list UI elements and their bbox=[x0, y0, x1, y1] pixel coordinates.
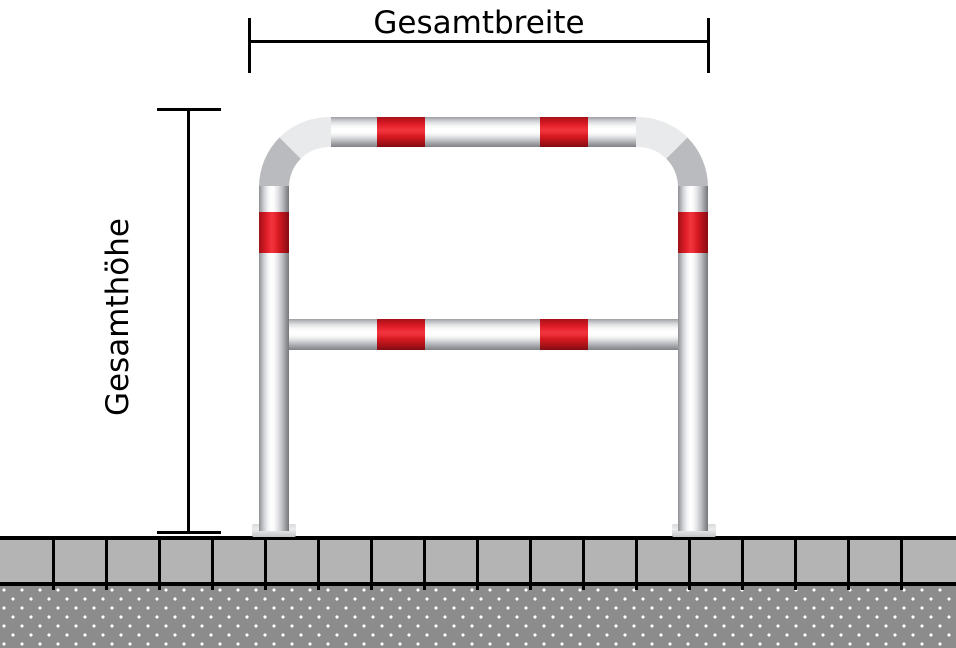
reflective-band-top-rail-1 bbox=[377, 117, 425, 147]
paver-joint bbox=[635, 540, 638, 590]
crossbar bbox=[283, 319, 683, 350]
paver-joint bbox=[211, 540, 214, 590]
width-dimension-tick-right bbox=[707, 18, 710, 73]
height-dimension-tick-bottom bbox=[157, 531, 221, 534]
paver-joint bbox=[158, 540, 161, 590]
paver-joint bbox=[370, 540, 373, 590]
width-dimension-line bbox=[248, 40, 710, 43]
paver-joint bbox=[52, 540, 55, 590]
paver-joint bbox=[688, 540, 691, 590]
paver-joint bbox=[105, 540, 108, 590]
paver-joint bbox=[900, 540, 903, 590]
paver-joint bbox=[741, 540, 744, 590]
corner-top-right bbox=[636, 117, 708, 187]
paver-joint bbox=[264, 540, 267, 590]
ground-paver-layer bbox=[0, 536, 956, 590]
paver-joint bbox=[476, 540, 479, 590]
width-dimension-tick-left bbox=[248, 18, 251, 73]
reflective-band-crossbar-2 bbox=[540, 319, 588, 350]
reflective-band-post-right-overlay bbox=[678, 212, 708, 253]
paver-joint bbox=[847, 540, 850, 590]
height-dimension-tick-top bbox=[157, 108, 221, 111]
corner-top-left bbox=[259, 117, 331, 187]
paver-joint bbox=[317, 540, 320, 590]
reflective-band-post-left-overlay bbox=[259, 212, 289, 253]
reflective-band-crossbar-1 bbox=[377, 319, 425, 350]
paver-joint bbox=[423, 540, 426, 590]
ground-substrate-layer bbox=[0, 586, 956, 648]
width-dimension-label: Gesamtbreite bbox=[373, 5, 585, 41]
reflective-band-top-rail-2 bbox=[540, 117, 588, 147]
paver-joint bbox=[529, 540, 532, 590]
paver-joint bbox=[794, 540, 797, 590]
height-dimension-line bbox=[187, 108, 190, 534]
paver-joint bbox=[582, 540, 585, 590]
